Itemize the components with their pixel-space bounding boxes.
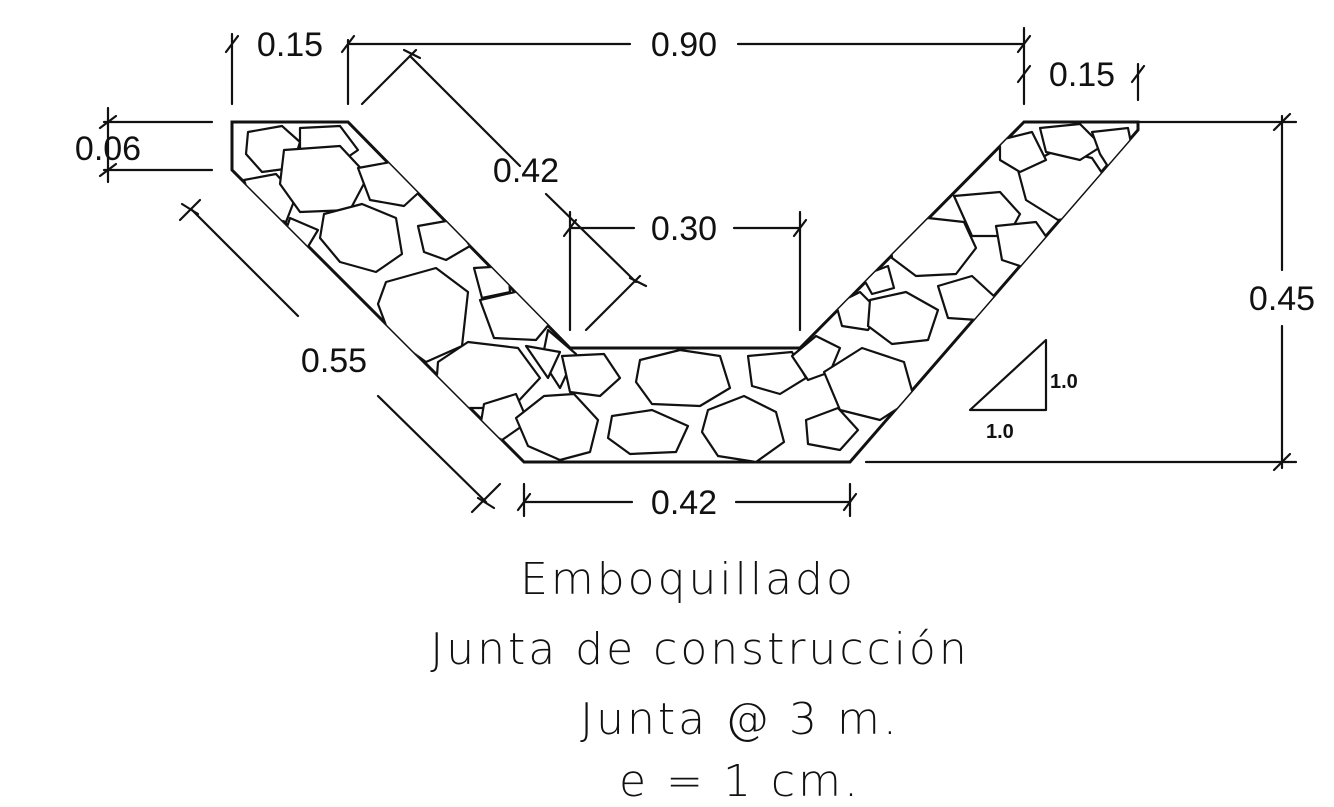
label-total-height: 0.45 <box>1249 280 1315 318</box>
dim-left-lip: 0.15 <box>224 26 323 106</box>
label-top-width: 0.90 <box>651 26 717 64</box>
caption-line-3: Junta @ 3 m. <box>580 694 900 745</box>
label-left-lip: 0.15 <box>257 26 323 64</box>
caption-line-1: Emboquillado <box>520 554 856 605</box>
slope-vertical-label: 1.0 <box>1050 371 1078 393</box>
slope-horizontal-label: 1.0 <box>986 421 1014 443</box>
dim-right-lip: 0.15 <box>1016 56 1146 102</box>
dim-top-width: 0.90 <box>340 26 1032 106</box>
label-outer-slope: 0.55 <box>301 342 367 380</box>
dim-inner-slope: 0.42 <box>360 48 648 332</box>
dim-lip-thickness: 0.06 <box>75 106 214 184</box>
slope-triangle: 1.0 1.0 <box>968 338 1078 443</box>
stone-masonry <box>242 122 1138 462</box>
label-right-lip: 0.15 <box>1049 56 1115 94</box>
caption-line-2: Junta de construcción <box>430 624 970 675</box>
dim-total-height: 0.45 <box>864 112 1315 472</box>
label-lip-thickness: 0.06 <box>75 130 141 168</box>
dim-inner-bottom: 0.30 <box>562 210 808 332</box>
label-inner-slope: 0.42 <box>493 152 559 190</box>
label-outer-bottom: 0.42 <box>651 484 717 522</box>
dim-outer-slope: 0.55 <box>178 198 502 514</box>
caption: Emboquillado Junta de construcción Junta… <box>430 554 970 807</box>
label-inner-bottom: 0.30 <box>651 210 717 248</box>
caption-line-4: e = 1 cm. <box>619 756 861 807</box>
dim-outer-bottom: 0.42 <box>516 482 858 522</box>
